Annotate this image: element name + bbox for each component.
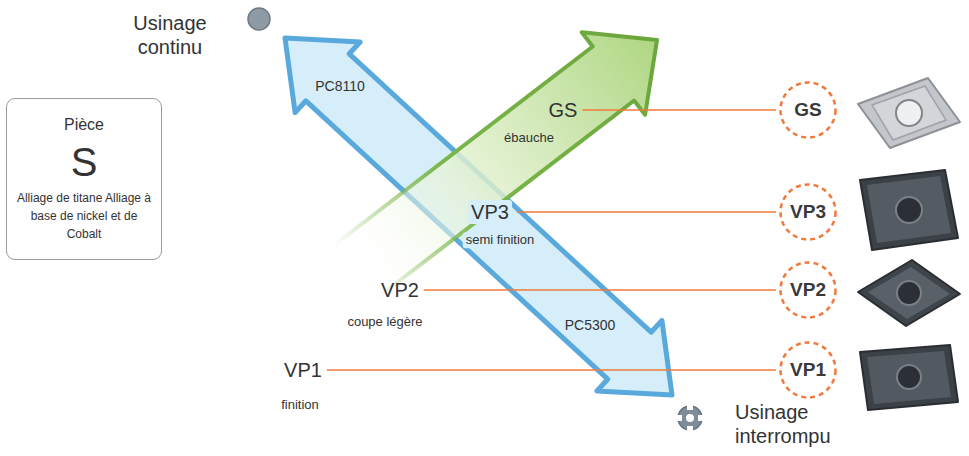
machining-mode: Usinage interrompu: [735, 400, 847, 448]
application: semi finition: [463, 232, 538, 248]
application: ébauche: [504, 130, 554, 146]
insert-label: VP2: [790, 280, 826, 301]
green-arrow: [334, 32, 657, 299]
insert-label: VP3: [790, 202, 826, 223]
leader-line: [582, 109, 776, 111]
insert-code: VP1: [284, 358, 322, 382]
material-letter: S: [71, 139, 98, 185]
insert-circle: VP1: [779, 341, 837, 399]
insert-gs: [858, 78, 960, 148]
insert-code: GS: [549, 98, 578, 122]
machining-mode: Usinage continu: [123, 11, 218, 59]
leader-line: [327, 369, 776, 371]
grade-name: PC8110: [312, 78, 368, 95]
dashed-circle: [781, 83, 836, 138]
insert-circle: VP2: [779, 261, 837, 319]
insert-circle: GS: [779, 81, 837, 139]
application: coupe légère: [347, 314, 422, 330]
material-box: PièceSAlliage de titane Alliage à base d…: [6, 98, 162, 260]
leader-lines: [327, 110, 776, 370]
continuous-symbol: [248, 8, 270, 30]
dashed-circle: [781, 263, 836, 318]
leader-line: [424, 289, 776, 291]
insert-label: GS: [794, 100, 821, 121]
insert-code: VP3: [468, 200, 512, 224]
material-list: Alliage de titane Alliage à base de nick…: [13, 189, 155, 243]
insert-vp2: [858, 260, 960, 326]
leader-line: [517, 211, 776, 213]
grade-name: PC5300: [562, 317, 619, 334]
dashed-circle: [781, 185, 836, 240]
insert-label: VP1: [790, 360, 826, 381]
material-heading: Pièce: [64, 115, 104, 136]
insert-vp3: [860, 170, 958, 250]
insert-circle: VP3: [779, 183, 837, 241]
interrupted-symbol: [676, 404, 704, 432]
dashed-circle: [781, 343, 836, 398]
insert-vp1: [860, 345, 958, 410]
application: finition: [281, 397, 319, 413]
insert-code: VP2: [381, 278, 419, 302]
